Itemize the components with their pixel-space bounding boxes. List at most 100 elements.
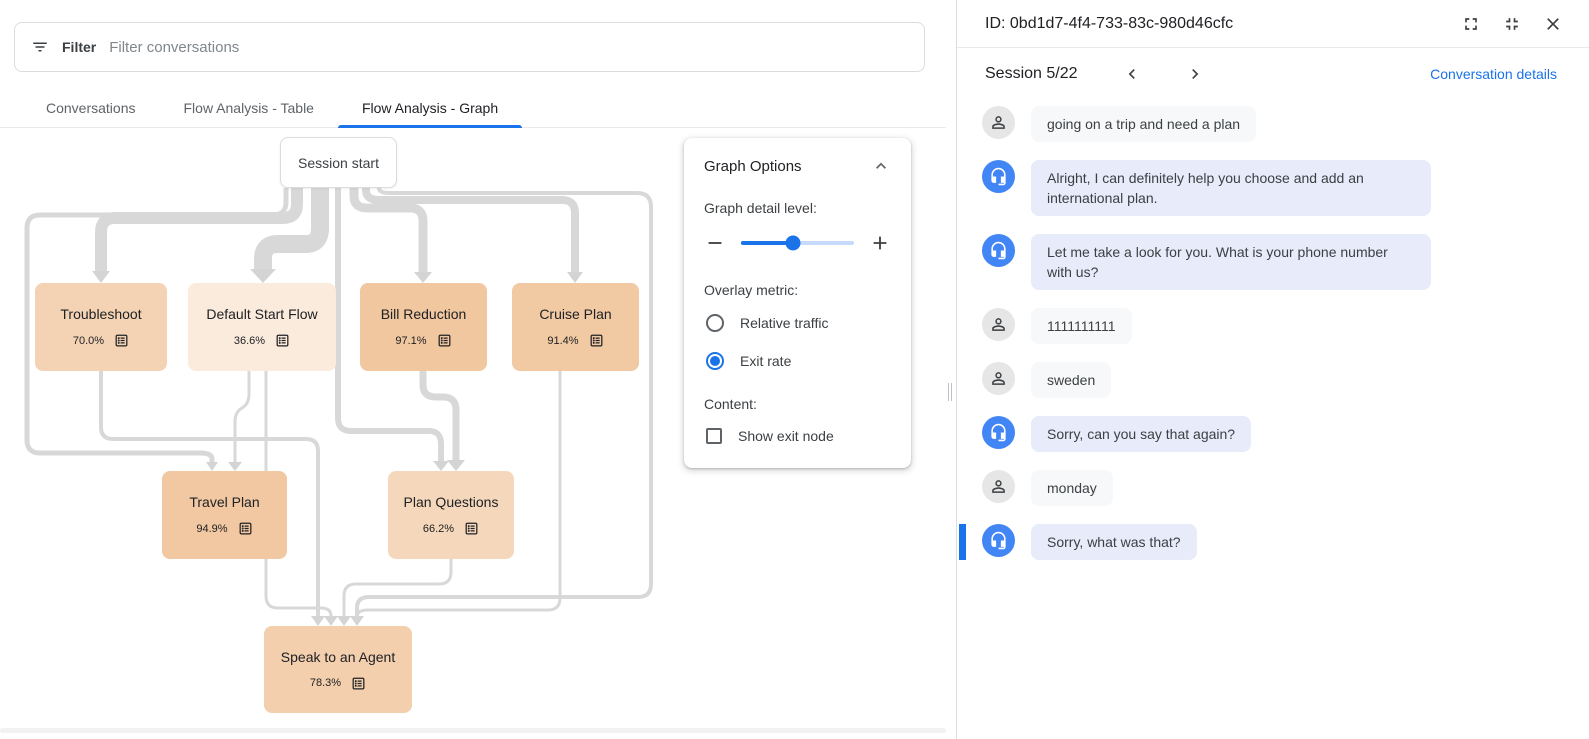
- node-bill-reduction[interactable]: Bill Reduction 97.1%: [360, 283, 487, 371]
- node-session-start-label: Session start: [298, 154, 379, 171]
- filter-list-icon: [33, 42, 47, 52]
- user-avatar: [982, 470, 1015, 503]
- message-bubble: going on a trip and need a plan: [1031, 106, 1257, 142]
- conversation-header: ID: 0bd1d7-4f4-733-83c-980d46cfc: [957, 0, 1589, 48]
- node-label: Speak to an Agent: [280, 648, 396, 665]
- message-bubble: 1111111111: [1031, 308, 1132, 344]
- agent-avatar: [982, 234, 1015, 267]
- headset-icon: [991, 423, 1006, 442]
- overlay-metric-label: Overlay metric:: [704, 282, 799, 298]
- radio-label: Exit rate: [740, 353, 792, 369]
- node-speak-to-an-agent[interactable]: Speak to an Agent 78.3%: [264, 626, 412, 713]
- headset-icon: [991, 531, 1006, 550]
- message-bubble: monday: [1031, 470, 1113, 506]
- exit-rate-value: 70.0%: [72, 334, 105, 347]
- panel-resize-handle[interactable]: [946, 0, 957, 739]
- exit-rate-value: 97.1%: [395, 334, 427, 347]
- radio-relative-traffic[interactable]: Relative traffic: [706, 314, 891, 332]
- node-label: Cruise Plan: [539, 306, 612, 322]
- list-alt-icon[interactable]: [275, 333, 290, 348]
- node-session-start[interactable]: Session start: [280, 137, 397, 188]
- fullscreen-icon[interactable]: [1461, 14, 1481, 34]
- message-row[interactable]: Sorry, what was that?: [957, 524, 1565, 560]
- exit-rate-value: 94.9%: [196, 522, 228, 535]
- radio-exit-rate[interactable]: Exit rate: [706, 352, 891, 370]
- previous-session-icon[interactable]: [1122, 64, 1142, 84]
- next-session-icon[interactable]: [1185, 64, 1205, 84]
- conversation-details-link[interactable]: Conversation details: [1430, 66, 1557, 82]
- agent-avatar: [982, 416, 1015, 449]
- message-row[interactable]: Let me take a look for you. What is your…: [957, 234, 1565, 290]
- node-stats: 91.4%: [547, 333, 603, 348]
- list-alt-icon[interactable]: [114, 333, 129, 348]
- node-travel-plan[interactable]: Travel Plan 94.9%: [162, 471, 287, 559]
- exit-fullscreen-icon[interactable]: [1502, 14, 1522, 34]
- message-row[interactable]: going on a trip and need a plan: [957, 106, 1565, 142]
- checkbox-unchecked-icon: [706, 428, 722, 444]
- collapse-panel-icon[interactable]: [871, 156, 891, 176]
- message-row[interactable]: Alright, I can definitely help you choos…: [957, 160, 1565, 216]
- tab-flow-analysis-graph[interactable]: Flow Analysis - Graph: [337, 88, 523, 128]
- node-label: Travel Plan: [189, 494, 260, 510]
- list-alt-icon[interactable]: [351, 676, 366, 691]
- slider-thumb[interactable]: [785, 235, 801, 251]
- node-default-start-flow[interactable]: Default Start Flow 36.6%: [188, 283, 336, 371]
- agent-avatar: [982, 160, 1015, 193]
- message-row[interactable]: Sorry, can you say that again?: [957, 416, 1565, 452]
- slider-fill: [741, 241, 793, 245]
- decrease-detail-button[interactable]: [704, 232, 726, 254]
- message-bubble: sweden: [1031, 362, 1112, 398]
- filter-placeholder: Filter conversations: [109, 38, 240, 56]
- list-alt-icon[interactable]: [464, 521, 479, 536]
- message-bubble: Sorry, what was that?: [1031, 524, 1197, 560]
- graph-detail-slider: [704, 232, 891, 254]
- tab-conversations[interactable]: Conversations: [46, 99, 136, 116]
- list-alt-icon[interactable]: [437, 333, 452, 348]
- radio-unchecked-icon: [706, 314, 724, 332]
- flow-edges: [24, 187, 653, 626]
- node-cruise-plan[interactable]: Cruise Plan 91.4%: [512, 283, 639, 371]
- message-row[interactable]: 1111111111: [957, 308, 1565, 344]
- flow-analysis-panel: Filter Filter conversations Conversation…: [0, 22, 946, 739]
- message-row[interactable]: sweden: [957, 362, 1565, 398]
- user-avatar: [982, 362, 1015, 395]
- exit-rate-value: 66.2%: [422, 522, 455, 535]
- node-label: Troubleshoot: [60, 306, 142, 322]
- increase-detail-button[interactable]: [869, 232, 891, 254]
- node-stats: 78.3%: [310, 676, 366, 691]
- radio-checked-icon: [706, 352, 724, 370]
- message-bubble: Sorry, can you say that again?: [1031, 416, 1252, 452]
- filter-label: Filter: [62, 39, 97, 55]
- list-alt-icon[interactable]: [238, 521, 253, 536]
- node-label: Default Start Flow: [206, 306, 318, 322]
- exit-rate-value: 36.6%: [233, 334, 266, 347]
- exit-rate-value: 78.3%: [309, 677, 342, 689]
- message-row[interactable]: monday: [957, 470, 1565, 506]
- node-plan-questions[interactable]: Plan Questions 66.2%: [388, 471, 514, 559]
- graph-options-title: Graph Options: [704, 157, 802, 175]
- node-stats: 66.2%: [423, 521, 479, 536]
- session-nav-row: Session 5/22 Conversation details: [957, 48, 1589, 92]
- close-icon[interactable]: [1543, 14, 1563, 34]
- selected-message-indicator: [959, 524, 966, 560]
- node-label: Plan Questions: [403, 494, 499, 510]
- session-counter: Session 5/22: [985, 65, 1078, 82]
- agent-avatar: [982, 524, 1015, 557]
- checkbox-show-exit-node[interactable]: Show exit node: [706, 428, 891, 444]
- list-alt-icon[interactable]: [589, 333, 604, 348]
- headset-icon: [991, 167, 1006, 186]
- tab-bar: Conversations Flow Analysis - Table Flow…: [0, 88, 946, 128]
- radio-label: Relative traffic: [740, 315, 829, 331]
- person-icon: [992, 116, 1005, 129]
- node-stats: 94.9%: [196, 521, 252, 536]
- flow-graph-canvas[interactable]: Session start Troubleshoot 70.0% Default…: [0, 128, 946, 739]
- content-label: Content:: [704, 396, 757, 412]
- tab-flow-analysis-table[interactable]: Flow Analysis - Table: [183, 99, 314, 116]
- node-troubleshoot[interactable]: Troubleshoot 70.0%: [35, 283, 167, 371]
- exit-rate-value: 91.4%: [547, 334, 579, 347]
- node-stats: 97.1%: [395, 333, 451, 348]
- filter-conversations-input[interactable]: Filter Filter conversations: [14, 22, 925, 72]
- person-icon: [992, 480, 1005, 493]
- slider-track[interactable]: [741, 235, 854, 251]
